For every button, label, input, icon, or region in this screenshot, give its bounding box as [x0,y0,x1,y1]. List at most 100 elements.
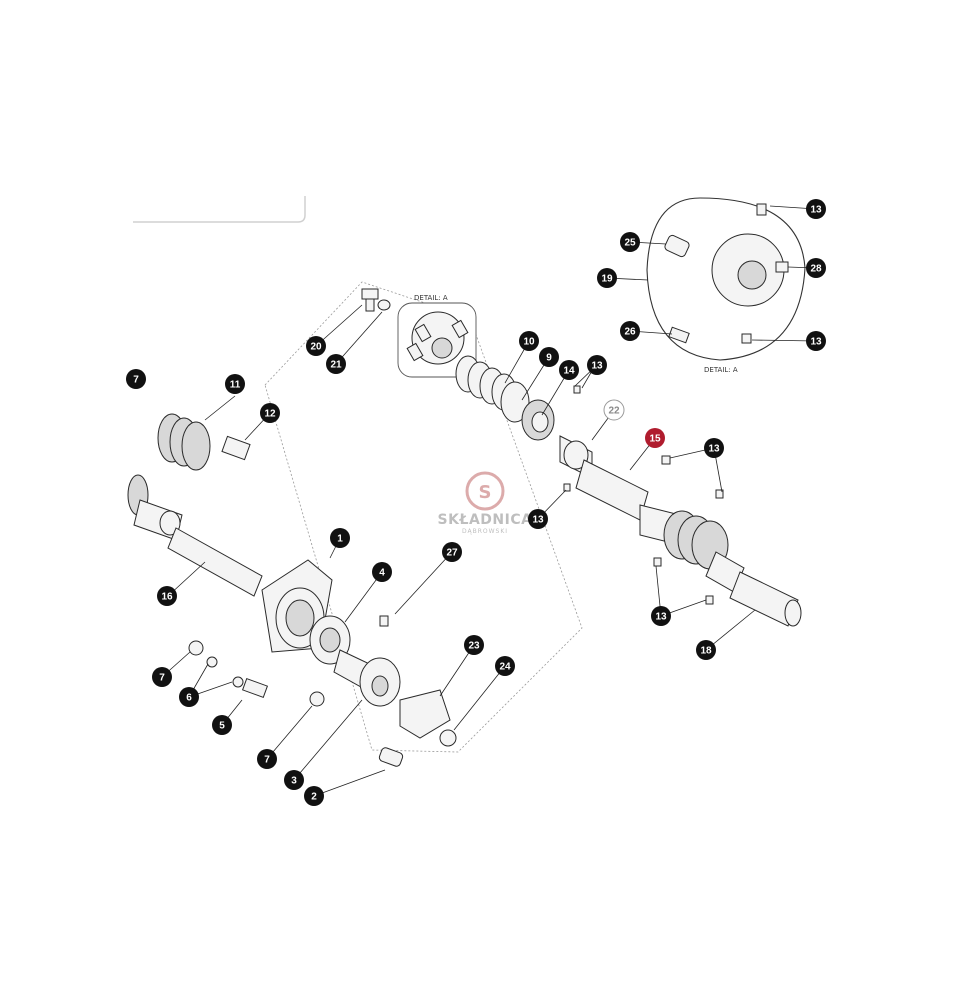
callout-circle [645,428,665,448]
callout-12: 12 [260,403,280,423]
callout-24: 24 [495,656,515,676]
watermark-logo-ring [465,471,505,511]
detail-boundary [264,281,583,753]
callout-15: 15 [645,428,665,448]
callout-26: 26 [620,321,640,341]
callout-circle [257,749,277,769]
callout-11: 11 [225,374,245,394]
callout-number: 26 [624,327,636,338]
watermark-logo-letter: S [479,482,492,503]
callout-number: 9 [546,353,552,364]
callout-19: 19 [597,268,617,288]
callout-circle [597,268,617,288]
small-parts-left [188,640,325,707]
callout-circle [620,232,640,252]
callout-number: 13 [708,444,720,455]
callout-23: 23 [464,635,484,655]
callout-number: 22 [608,406,620,417]
callout-16: 16 [157,586,177,606]
callout-circle [539,347,559,367]
right-shaft [559,385,802,627]
callout-27: 27 [442,542,462,562]
callout-22: 22 [603,399,625,421]
callout-circle [806,258,826,278]
callout-2: 2 [304,786,324,806]
callout-circle [696,640,716,660]
callout-number: 13 [655,612,667,623]
callout-circle [179,687,199,707]
callout-number: 24 [499,662,511,673]
callout-14: 14 [559,360,579,380]
detail-a-left: DETAIL: A [397,294,477,378]
watermark-sub: DĄBROWSKI [462,528,508,535]
callout-circle [495,656,515,676]
callout-5: 5 [212,715,232,735]
callout-number: 4 [379,568,385,579]
callout-number: 1 [337,534,343,545]
callout-number: 7 [159,673,165,684]
callout-18: 18 [696,640,716,660]
callout-number: 11 [230,380,241,391]
detail-a-right: DETAIL: A [646,197,806,374]
callout-number: 13 [810,205,822,216]
top-bolts [361,288,391,312]
callout-number: 13 [810,337,822,348]
callout-number: 15 [649,434,661,445]
callout-circle [528,509,548,529]
callout-circle [464,635,484,655]
left-sprocket [157,413,211,471]
callout-circle [442,542,462,562]
callout-number: 7 [133,375,139,386]
callout-circle [806,331,826,351]
card-edge [133,196,306,223]
callout-number: 25 [624,238,636,249]
callout-circle [603,399,625,421]
callout-circle [651,606,671,626]
callout-25: 25 [620,232,640,252]
callout-circle [559,360,579,380]
callout-number: 16 [161,592,173,603]
callout-number: 6 [186,693,192,704]
left-shaft [127,413,263,597]
callout-circle [284,770,304,790]
callout-circle [126,369,146,389]
callout-number: 5 [219,721,225,732]
callout-7a: 7 [152,667,172,687]
callout-7b: 7 [257,749,277,769]
callout-21: 21 [326,354,346,374]
callout-circle [372,562,392,582]
callout-20: 20 [306,336,326,356]
watermark-name: SKŁADNICA [438,512,533,528]
callout-13f: 13 [806,331,826,351]
callout-circle [260,403,280,423]
callout-circle [806,199,826,219]
callout-circle [326,354,346,374]
detail-label-right: DETAIL: A [704,366,738,374]
callout-28: 28 [806,258,826,278]
callout-circle [704,438,724,458]
callout-number: 21 [330,360,342,371]
callout-number: 20 [310,342,322,353]
bearing-housing [261,559,457,767]
callout-10: 10 [519,331,539,351]
callout-13c: 13 [528,509,548,529]
callout-13a: 13 [587,355,607,375]
callout-13e: 13 [806,199,826,219]
callout-6: 6 [179,687,199,707]
callout-number: 10 [523,337,535,348]
callout-number: 13 [532,515,544,526]
callout-circle [306,336,326,356]
springs-assembly [455,355,555,441]
right-sprocket [663,510,729,570]
callout-circle [157,586,177,606]
callout-number: 27 [446,548,458,559]
callout-circle [330,528,350,548]
callout-number: 18 [700,646,712,657]
callout-number: 14 [563,366,575,377]
callout-number: 12 [264,409,276,420]
callout-number: 13 [591,361,603,372]
callout-13d: 13 [651,606,671,626]
callout-number: 7 [264,755,270,766]
